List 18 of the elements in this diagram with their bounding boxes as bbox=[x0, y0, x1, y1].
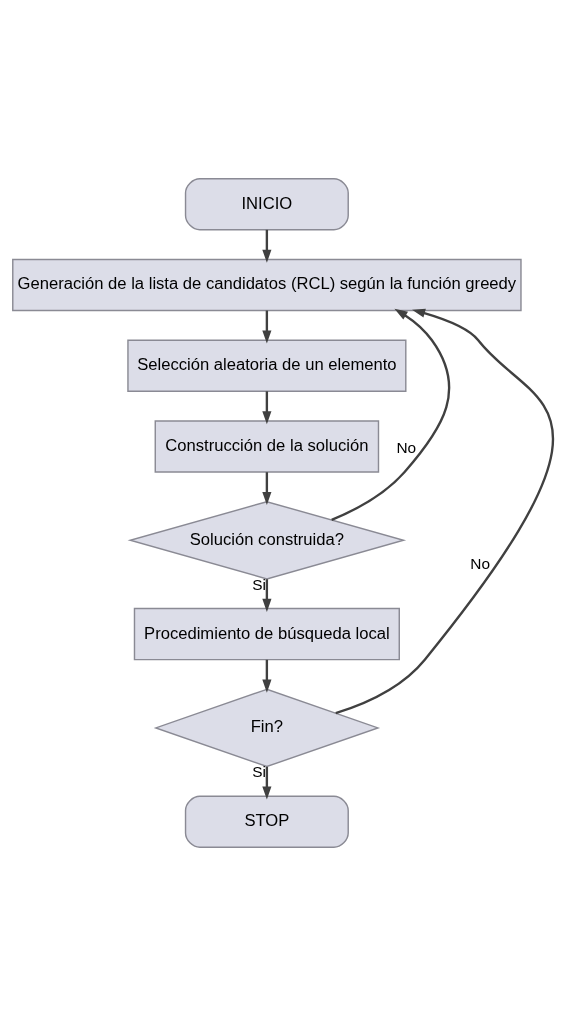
node-box: Selección aleatoria de un elemento bbox=[127, 339, 407, 392]
arrow bbox=[262, 229, 272, 263]
edge-label: No bbox=[396, 439, 417, 457]
arrow bbox=[262, 391, 272, 425]
arrow bbox=[262, 310, 272, 344]
arrow bbox=[331, 308, 451, 521]
arrow bbox=[262, 659, 272, 693]
edge-label: No bbox=[470, 554, 490, 572]
arrow bbox=[262, 766, 272, 800]
arrow bbox=[335, 308, 554, 715]
node-box: Procedimiento de búsqueda local bbox=[133, 607, 400, 661]
node-box: Construcción de la solución bbox=[154, 420, 380, 473]
arrow bbox=[262, 579, 272, 612]
node-box: STOP bbox=[184, 795, 349, 848]
node-diamond: Solución construida? bbox=[127, 501, 407, 580]
node-box: Generación de la lista de candidatos (RCL) según la función greedy bbox=[12, 258, 522, 312]
node-box: INICIO bbox=[184, 178, 349, 231]
arrow bbox=[262, 472, 272, 506]
